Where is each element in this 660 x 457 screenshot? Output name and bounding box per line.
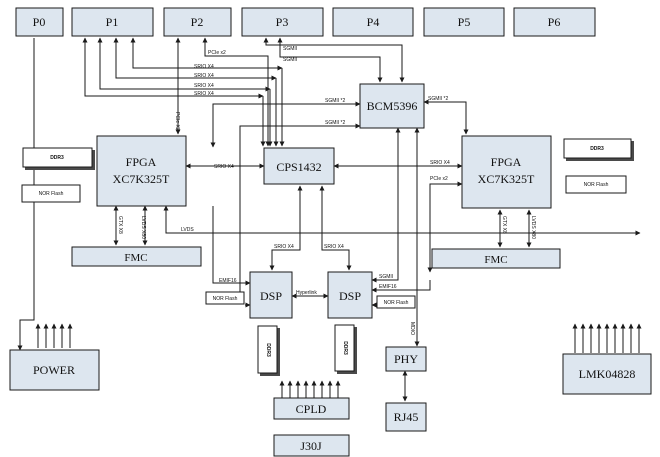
label-emif16-right: EMIF16 bbox=[379, 284, 397, 290]
rj45-label: RJ45 bbox=[394, 410, 419, 424]
nor-flash-left: NOR Flash bbox=[21, 184, 81, 203]
fmc-right: FMC bbox=[431, 248, 561, 269]
fpga-right-title: FPGA bbox=[491, 155, 522, 169]
fmc-left: FMC bbox=[71, 246, 202, 267]
power-label: POWER bbox=[33, 363, 75, 377]
nor-flash-right: NOR Flash bbox=[565, 175, 627, 194]
lmk04828: LMK04828 bbox=[562, 353, 652, 395]
label-srio-4: SRIO X4 bbox=[194, 91, 214, 97]
port-p5-label: P5 bbox=[458, 15, 471, 29]
port-p1: P1 bbox=[71, 7, 154, 37]
nor-flash-dsp-right-label: NOR Flash bbox=[384, 300, 409, 306]
label-lvds-right: LVDS X80 bbox=[530, 216, 536, 239]
label-srio-dsp-left: SRIO X4 bbox=[274, 244, 294, 250]
port-p4: P4 bbox=[332, 7, 414, 37]
nor-flash-right-label: NOR Flash bbox=[584, 182, 609, 188]
label-pcie-x2-left: PCIe X2 bbox=[174, 112, 180, 131]
j30j-label: J30J bbox=[300, 439, 322, 453]
connection-lines bbox=[17, 37, 642, 402]
port-p0-label: P0 bbox=[33, 15, 46, 29]
power: POWER bbox=[9, 349, 100, 391]
fpga-left: FPGA XC7K325T bbox=[96, 135, 187, 207]
fpga-left-title: FPGA bbox=[126, 155, 157, 169]
fpga-right-part: XC7K325T bbox=[478, 172, 535, 186]
dsp-left: DSP bbox=[249, 271, 293, 319]
label-hyperlink: Hyperlink bbox=[296, 290, 317, 296]
label-srio-2: SRIO X4 bbox=[194, 73, 214, 79]
label-sgmii-left-2: SGMII *2 bbox=[325, 120, 346, 126]
port-p3-label: P3 bbox=[276, 15, 289, 29]
label-sgmii-2: SGMII bbox=[283, 57, 297, 63]
port-p1-label: P1 bbox=[106, 15, 119, 29]
bcm5396: BCM5396 bbox=[359, 83, 425, 129]
ddr-dsp-left: DDR3 bbox=[257, 325, 280, 376]
dsp-left-label: DSP bbox=[260, 289, 282, 303]
lmk04828-label: LMK04828 bbox=[579, 367, 636, 381]
cps1432: CPS1432 bbox=[263, 147, 335, 185]
port-p2: P2 bbox=[163, 7, 232, 37]
fpga-left-part: XC7K325T bbox=[113, 172, 170, 186]
ddr-right: DDR3 bbox=[563, 138, 634, 161]
j30j: J30J bbox=[273, 434, 350, 457]
label-pcie-fpga-right: PCIe x2 bbox=[430, 176, 448, 182]
port-row: P0 P1 P2 P3 P4 P5 P6 bbox=[15, 7, 596, 37]
label-gtx-left: GTX X8 bbox=[117, 216, 123, 234]
ddr-dsp-left-label: DDR3 bbox=[265, 343, 271, 357]
label-srio-fpga-left: SRIO X4 bbox=[214, 164, 234, 170]
label-srio-dsp-right: SRIO X4 bbox=[324, 244, 344, 250]
port-p4-label: P4 bbox=[367, 15, 380, 29]
label-srio-3: SRIO X4 bbox=[194, 83, 214, 89]
port-p5: P5 bbox=[423, 7, 505, 37]
ddr-left: DDR3 bbox=[22, 147, 95, 170]
label-mdio: MDIO bbox=[409, 322, 415, 335]
fmc-left-label: FMC bbox=[124, 252, 147, 264]
label-emif16-left: EMIF16 bbox=[219, 278, 237, 284]
ddr-left-label: DDR3 bbox=[50, 155, 64, 161]
ddr-dsp-right: DDR3 bbox=[334, 324, 357, 374]
cpld: CPLD bbox=[273, 397, 350, 420]
fpga-right: FPGA XC7K325T bbox=[461, 135, 552, 209]
ddr-right-label: DDR3 bbox=[590, 146, 604, 152]
label-sgmii-1: SGMII bbox=[283, 46, 297, 52]
port-p3: P3 bbox=[241, 7, 324, 37]
label-lvds: LVDS bbox=[181, 227, 194, 233]
cpld-label: CPLD bbox=[296, 402, 327, 416]
label-srio-1: SRIO X4 bbox=[194, 64, 214, 70]
ddr-dsp-right-label: DDR3 bbox=[342, 341, 348, 355]
nor-flash-left-label: NOR Flash bbox=[39, 191, 64, 197]
port-p6-label: P6 bbox=[548, 15, 561, 29]
port-p2-label: P2 bbox=[191, 15, 204, 29]
label-sgmii-dsp: SGMII bbox=[379, 274, 393, 280]
port-p0: P0 bbox=[15, 7, 64, 37]
cps1432-label: CPS1432 bbox=[276, 160, 321, 174]
rj45: RJ45 bbox=[385, 402, 427, 432]
dsp-right: DSP bbox=[327, 271, 373, 319]
label-sgmii-left-1: SGMII *2 bbox=[325, 98, 346, 104]
label-lvds-left: LVDS X80 bbox=[140, 216, 146, 239]
label-gtx-right: GTX X8 bbox=[501, 216, 507, 234]
label-pcie-x2-p2: PCIe x2 bbox=[208, 50, 226, 56]
nor-flash-dsp-left-label: NOR Flash bbox=[213, 296, 238, 302]
label-sgmii-right: SGMII *2 bbox=[428, 96, 449, 102]
phy: PHY bbox=[385, 346, 427, 372]
bcm5396-label: BCM5396 bbox=[367, 99, 418, 113]
port-p6: P6 bbox=[513, 7, 596, 37]
phy-label: PHY bbox=[394, 352, 418, 366]
nor-flash-dsp-left: NOR Flash bbox=[205, 291, 245, 305]
label-srio-fpga-right: SRIO X4 bbox=[430, 160, 450, 166]
fmc-right-label: FMC bbox=[484, 254, 507, 266]
dsp-right-label: DSP bbox=[339, 289, 361, 303]
link-labels: PCIe x2 SGMII SGMII SRIO X4 SRIO X4 SRIO… bbox=[117, 46, 536, 335]
nor-flash-dsp-right: NOR Flash bbox=[376, 295, 416, 309]
